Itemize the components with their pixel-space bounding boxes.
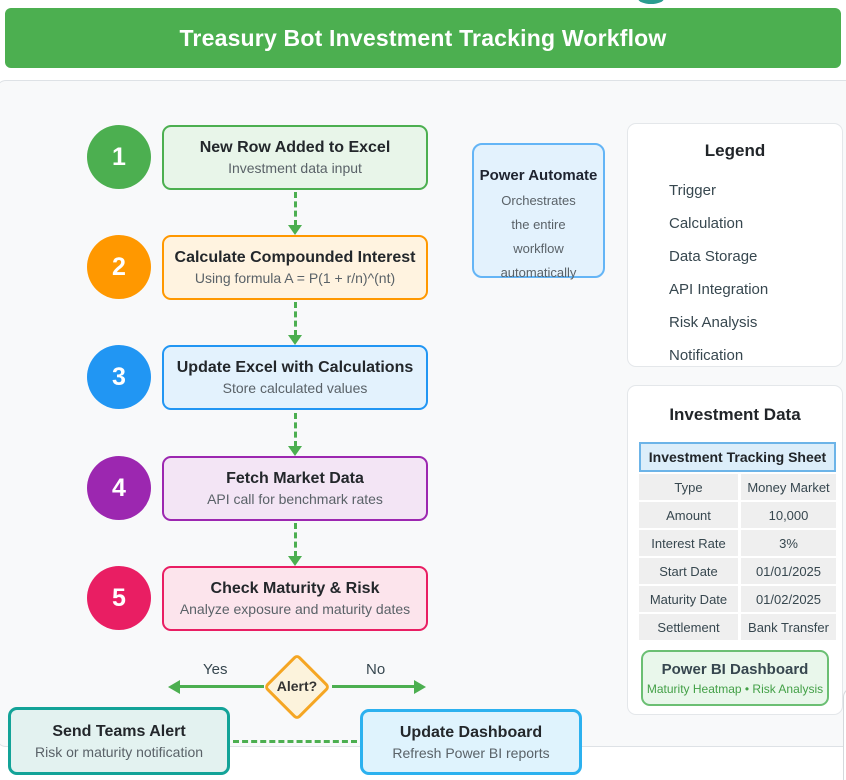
table-row: Amount 10,000 xyxy=(639,502,836,528)
arrowhead-icon xyxy=(288,556,302,566)
step-2-title: Calculate Compounded Interest xyxy=(174,249,416,266)
power-bi-dashboard-title: Power BI Dashboard xyxy=(661,660,809,678)
arrowhead-icon xyxy=(288,335,302,345)
row-label: Type xyxy=(639,474,738,500)
step-1-number: 1 xyxy=(112,142,126,171)
step-1-subtitle: Investment data input xyxy=(228,160,362,176)
legend-item-trigger: Trigger xyxy=(669,182,716,199)
power-automate-line: automatically xyxy=(500,265,577,280)
power-automate-title: Power Automate xyxy=(479,167,598,184)
connector-arrow-4-5 xyxy=(294,523,297,557)
step-5-title: Check Maturity & Risk xyxy=(210,580,380,597)
step-1-trigger-node: New Row Added to Excel Investment data i… xyxy=(162,125,428,190)
arrowhead-icon xyxy=(288,225,302,235)
page-title: Treasury Bot Investment Tracking Workflo… xyxy=(179,24,667,51)
row-label: Settlement xyxy=(639,614,738,640)
row-value: 01/02/2025 xyxy=(741,586,836,612)
step-3-data-storage-node: Update Excel with Calculations Store cal… xyxy=(162,345,428,410)
power-automate-line: Orchestrates xyxy=(501,193,576,208)
arrowhead-left-icon xyxy=(168,680,180,694)
investment-data-card: Investment Data Investment Tracking Shee… xyxy=(627,385,843,715)
step-2-subtitle: Using formula A = P(1 + r/n)^(nt) xyxy=(194,270,396,286)
step-3-number: 3 xyxy=(112,362,126,391)
legend-item-calculation: Calculation xyxy=(669,215,744,232)
power-automate-line: the entire xyxy=(511,217,566,232)
step-2-number: 2 xyxy=(112,252,126,281)
table-row: Maturity Date 01/02/2025 xyxy=(639,586,836,612)
table-row: Interest Rate 3% xyxy=(639,530,836,556)
no-branch-arrow xyxy=(332,685,416,688)
no-branch-label: No xyxy=(366,661,386,678)
step-1-badge: 1 xyxy=(87,125,151,189)
step-4-subtitle: API call for benchmark rates xyxy=(207,491,383,507)
yes-branch-arrow xyxy=(178,685,264,688)
legend-item-notification: Notification xyxy=(669,347,744,364)
legend-item-risk-analysis: Risk Analysis xyxy=(669,314,758,331)
investment-table: Investment Tracking Sheet Type Money Mar… xyxy=(639,442,836,640)
step-4-api-node: Fetch Market Data API call for benchmark… xyxy=(162,456,428,521)
legend-item-data-storage: Data Storage xyxy=(669,248,758,265)
row-label: Amount xyxy=(639,502,738,528)
step-1-title: New Row Added to Excel xyxy=(199,139,391,156)
row-label: Start Date xyxy=(639,558,738,584)
step-2-badge: 2 xyxy=(87,235,151,299)
power-automate-line: workflow xyxy=(513,241,564,256)
step-3-subtitle: Store calculated values xyxy=(222,380,368,396)
clipped-teal-icon xyxy=(638,0,664,4)
arrowhead-icon xyxy=(288,446,302,456)
step-5-risk-node: Check Maturity & Risk Analyze exposure a… xyxy=(162,566,428,631)
legend-card: Legend Trigger Calculation Data Storage … xyxy=(627,123,843,367)
row-label: Interest Rate xyxy=(639,530,738,556)
power-automate-card: Power Automate Orchestrates the entire w… xyxy=(472,143,605,280)
step-5-badge: 5 xyxy=(87,566,151,630)
update-dashboard-node: Update Dashboard Refresh Power BI report… xyxy=(360,709,582,775)
row-value: Bank Transfer xyxy=(741,614,836,640)
alert-decision-label: Alert? xyxy=(276,678,318,694)
row-label: Maturity Date xyxy=(639,586,738,612)
legend-list: Trigger Calculation Data Storage API Int… xyxy=(628,174,842,372)
connector-arrow-3-4 xyxy=(294,413,297,447)
send-teams-alert-subtitle: Risk or maturity notification xyxy=(34,743,204,760)
row-value: 3% xyxy=(741,530,836,556)
step-2-calculation-node: Calculate Compounded Interest Using form… xyxy=(162,235,428,300)
legend-item-api-integration: API Integration xyxy=(669,281,769,298)
power-bi-dashboard-badge: Power BI Dashboard Maturity Heatmap • Ri… xyxy=(641,650,829,706)
step-4-title: Fetch Market Data xyxy=(226,470,364,487)
table-row: Start Date 01/01/2025 xyxy=(639,558,836,584)
legend-title: Legend xyxy=(704,141,766,160)
page-title-banner: Treasury Bot Investment Tracking Workflo… xyxy=(5,8,841,68)
yes-branch-label: Yes xyxy=(203,661,228,678)
row-value: 01/01/2025 xyxy=(741,558,836,584)
investment-table-header: Investment Tracking Sheet xyxy=(639,442,836,472)
step-5-number: 5 xyxy=(112,583,126,612)
power-bi-dashboard-subtitle: Maturity Heatmap • Risk Analysis xyxy=(646,681,824,696)
table-row: Settlement Bank Transfer xyxy=(639,614,836,640)
investment-data-title: Investment Data xyxy=(669,405,801,424)
step-5-subtitle: Analyze exposure and maturity dates xyxy=(179,601,411,617)
step-3-title: Update Excel with Calculations xyxy=(176,359,414,376)
branch-connector-dashed xyxy=(233,740,357,743)
send-teams-alert-node: Send Teams Alert Risk or maturity notifi… xyxy=(8,707,230,775)
update-dashboard-subtitle: Refresh Power BI reports xyxy=(392,744,550,761)
step-4-badge: 4 xyxy=(87,456,151,520)
send-teams-alert-title: Send Teams Alert xyxy=(52,722,186,740)
row-value: Money Market xyxy=(741,474,836,500)
step-4-number: 4 xyxy=(112,473,126,502)
connector-arrow-1-2 xyxy=(294,192,297,226)
table-row: Type Money Market xyxy=(639,474,836,500)
update-dashboard-title: Update Dashboard xyxy=(399,723,543,741)
step-3-badge: 3 xyxy=(87,345,151,409)
row-value: 10,000 xyxy=(741,502,836,528)
connector-arrow-2-3 xyxy=(294,302,297,336)
arrowhead-right-icon xyxy=(414,680,426,694)
